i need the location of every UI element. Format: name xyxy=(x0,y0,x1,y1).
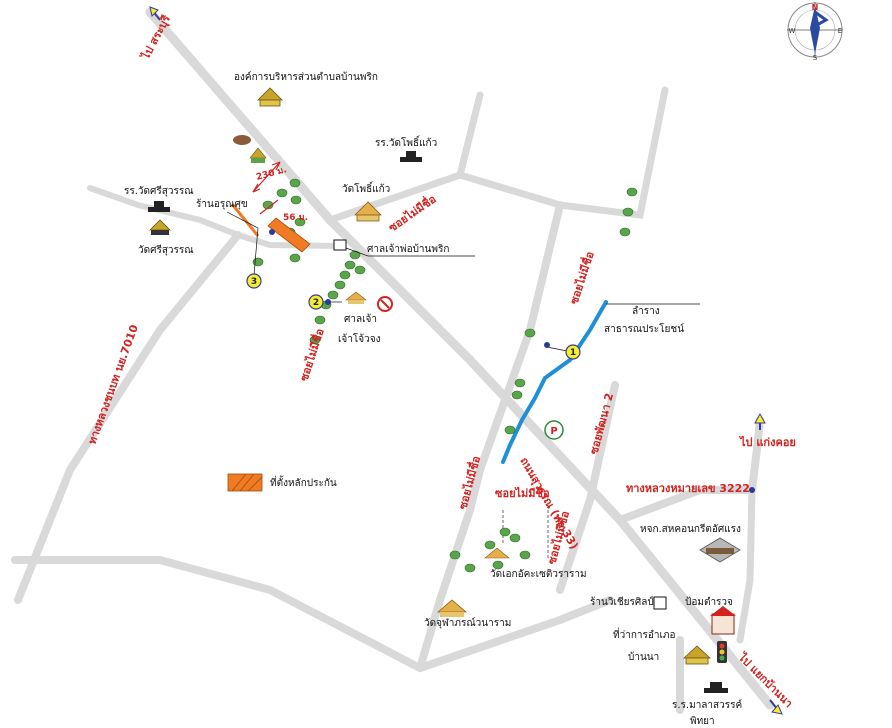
label-canal-1: ลำราง xyxy=(632,306,660,317)
road-label-pattana2: ซอยพัฒนา 2 xyxy=(587,392,616,456)
road-7010 xyxy=(14,231,242,604)
road-east-connector xyxy=(736,486,756,644)
label-hardware-store: หจก.สหคอนกรีตอัศแรง xyxy=(640,523,741,535)
road-label-soi-2: ซอยไม่มีชื่อ xyxy=(566,249,597,306)
hardware-store-icon xyxy=(699,537,741,563)
arrow-saraburi-icon xyxy=(149,6,161,21)
compass-west: W xyxy=(789,27,796,35)
label-shop-arun: ร้านอรุณศุข xyxy=(196,198,248,210)
label-school-bottom-1: ร.ร.มาลาสวรรค์ xyxy=(672,699,742,711)
arrow-kaeng-khoi-icon xyxy=(754,412,766,430)
canal xyxy=(501,300,608,464)
dest-kaeng-khoi: ไป แก่งคอย xyxy=(738,435,796,449)
road-west xyxy=(87,185,241,238)
wat-boundary-lines xyxy=(502,510,549,560)
survey-plot-line xyxy=(230,203,260,237)
label-wat-pho-kaeo: วัดโพธิ์แก้ว xyxy=(342,181,390,195)
logo-icon xyxy=(377,296,393,312)
hwy-3222-dot xyxy=(749,487,755,493)
distance-56: 56 ม. xyxy=(283,213,308,223)
road-network xyxy=(11,7,775,714)
school-bottom-icon xyxy=(704,682,728,693)
svg-text:1: 1 xyxy=(570,348,576,358)
road-suwan xyxy=(145,7,775,710)
road-label-soi-5: ซอยไม่มีชื่อ xyxy=(495,485,550,500)
legend-label: ที่ตั้งหลักประกัน xyxy=(270,475,337,489)
wat-si-suwan-icon xyxy=(149,219,171,235)
marker-2-dot xyxy=(325,299,331,305)
label-sala-chao-pho: ศาลเจ้าพ่อบ้านพริก xyxy=(367,243,449,255)
shrine-icon xyxy=(249,147,267,163)
survey-plot xyxy=(267,217,311,253)
road-junction-east xyxy=(235,232,343,249)
district-office-icon xyxy=(682,645,712,665)
distance-230: 230 ม. xyxy=(255,165,288,183)
label-canal-2: สาธารณประโยชน์ xyxy=(604,322,684,335)
compass-south: S xyxy=(813,54,818,62)
road-label-soi-3: ซอยไม่มีชื่อ xyxy=(296,326,327,383)
label-district-office-1: ที่ว่าการอำเภอ xyxy=(613,627,676,641)
svg-text:P: P xyxy=(550,426,557,437)
leader-lines xyxy=(226,211,700,352)
road-kaeng-khoi xyxy=(748,416,764,494)
distance-arrows xyxy=(252,161,281,215)
svg-text:2: 2 xyxy=(313,298,319,308)
sala-chao-icon xyxy=(345,291,367,304)
label-school-pho-kaeo: รร.วัดโพธิ์แก้ว xyxy=(375,135,437,149)
marker-1-dot xyxy=(544,342,550,348)
marker-1: 1 xyxy=(565,344,581,360)
road-mid-soi xyxy=(466,201,564,514)
compass-north: N xyxy=(812,3,819,12)
road-pattana2 xyxy=(556,381,619,594)
marker-3: 3 xyxy=(246,273,262,289)
marker-2: 2 xyxy=(308,294,324,310)
label-school-si-suwan: รร.วัดศรีสุวรรณ xyxy=(124,185,194,197)
road-lower-left xyxy=(11,556,614,673)
road-3222 xyxy=(616,486,756,524)
label-shop-wichian: ร้านวิเชียรศิลป์ xyxy=(590,596,654,608)
label-tao-ban-phrik: องค์การบริหารส่วนตำบลบ้านพริก xyxy=(234,71,378,83)
animal-icon xyxy=(233,135,251,145)
gas-station-icon: P xyxy=(544,420,564,440)
label-wat-si-suwan: วัดศรีสุวรรณ xyxy=(138,244,194,256)
arrow-ban-na-icon xyxy=(769,699,783,715)
school-pho-kaeo-icon xyxy=(400,151,422,162)
label-school-bottom-2: พิทยา xyxy=(690,716,715,727)
wat-pho-kaeo-icon xyxy=(354,201,382,222)
compass-east: E xyxy=(838,27,842,35)
school-si-suwan-icon xyxy=(148,201,170,212)
road-label-7010: ทางหลวงชนบท นย.7010 xyxy=(86,323,141,446)
legend-swatch xyxy=(227,473,263,492)
label-wat-ekachat: วัดเอกอัคะเซติวราราม xyxy=(490,569,587,580)
tao-office-icon xyxy=(257,87,283,107)
label-district-office-2: บ้านนา xyxy=(628,651,659,663)
road-top-right xyxy=(456,86,669,219)
traffic-light-icon xyxy=(717,641,727,663)
wat-chulaphon-icon xyxy=(436,599,468,617)
marker-3-dot xyxy=(269,229,275,235)
road-label-3222: ทางหลวงหมายเลข 3222 xyxy=(626,482,750,495)
road-bottom-soi xyxy=(416,506,474,672)
label-police-box: ป้อมตำรวจ xyxy=(685,596,733,608)
shop-wichian-icon xyxy=(653,596,667,610)
wat-ekachat-icon xyxy=(484,547,510,559)
label-sala-chao-1: ศาลเจ้า xyxy=(344,313,377,325)
svg-text:3: 3 xyxy=(251,277,257,287)
legend: ที่ตั้งหลักประกัน xyxy=(227,473,337,492)
compass-rose: N S E W xyxy=(787,2,843,62)
police-box-icon xyxy=(710,606,736,635)
sala-chao-pho-icon xyxy=(333,239,347,251)
label-wat-chulaphon: วัดจุฬาภรณ์วนาราม xyxy=(424,617,511,629)
label-sala-chao-2: เจ้าโจ้วจง xyxy=(338,332,381,345)
